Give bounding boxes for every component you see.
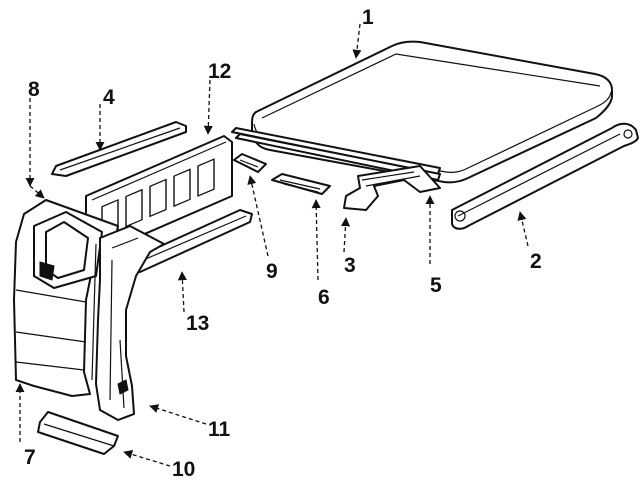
callout-4: 4 [103,86,115,109]
callout-5: 5 [430,274,442,297]
leader-11 [149,404,207,425]
callout-2: 2 [530,250,542,273]
roof-rail-part [231,127,441,181]
callout-6: 6 [318,286,330,309]
callout-8: 8 [28,78,40,101]
callout-11: 11 [208,418,231,441]
roof-bow-part [343,165,441,211]
leader-2 [517,211,529,247]
bracket-part [233,153,267,173]
leader-1 [352,23,362,59]
outer-side-panel-part [13,199,119,397]
header-strip-part [51,121,187,177]
callout-10: 10 [172,458,195,481]
leader-lines [15,23,529,467]
callout-1: 1 [362,6,374,29]
callout-13: 13 [186,312,209,335]
callout-labels: 1 2 3 4 5 6 7 8 9 10 11 12 13 [24,6,542,481]
callout-9: 9 [266,260,278,283]
inner-back-panel-part [85,135,233,257]
leader-9 [247,175,269,257]
sill-plate-part [37,411,119,455]
callout-3: 3 [344,254,356,277]
leader-10 [123,450,171,467]
leader-8b [29,185,45,199]
leader-12 [203,79,213,135]
wheelhouse-pillar-part [95,225,165,421]
leader-6 [311,199,321,281]
leader-3 [340,217,351,253]
callout-12: 12 [208,60,231,83]
leader-13 [177,271,187,313]
side-roof-rail-part [451,122,639,230]
callout-7: 7 [24,446,36,469]
roof-panel-part [251,40,613,184]
reinforcement-pad-part [271,173,331,195]
